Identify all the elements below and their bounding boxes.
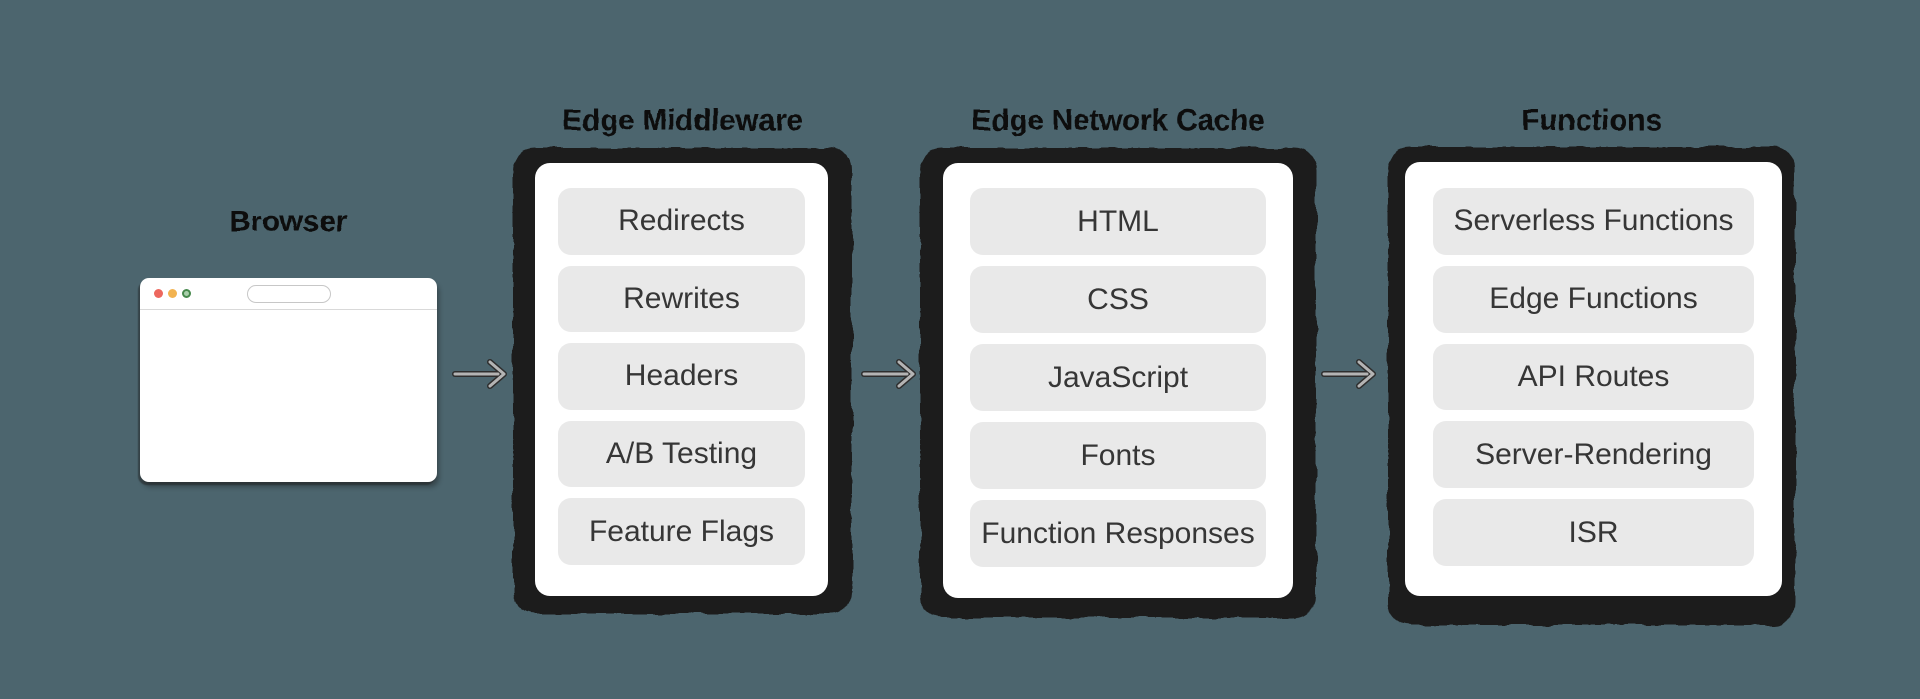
browser-toolbar [140,278,437,310]
zoom-icon [182,289,191,298]
panel-item: Fonts [970,422,1266,489]
minimize-icon [168,289,177,298]
panel-item: ISR [1433,499,1754,566]
browser-window [140,278,437,482]
panel-functions: Serverless Functions Edge Functions API … [1405,162,1782,596]
flow-arrow-icon [452,359,507,389]
panel-item: Edge Functions [1433,265,1754,333]
panel-item: A/B Testing [558,420,805,488]
url-bar [247,285,331,303]
browser-title: Browser [229,205,347,238]
panel-item: Headers [558,343,805,410]
panel-item: Serverless Functions [1433,188,1754,255]
panel-title-functions: Functions [1521,104,1662,137]
panel-item: CSS [970,266,1266,333]
window-controls [154,289,191,298]
panel-item: Feature Flags [558,498,805,565]
panel-edge-middleware: Redirects Rewrites Headers A/B Testing F… [535,163,828,596]
panel-item: Function Responses [970,500,1266,567]
flow-arrow-icon [861,359,916,389]
panel-item: Redirects [558,188,805,255]
panel-edge-network-cache: HTML CSS JavaScript Fonts Function Respo… [943,163,1293,598]
panel-item: JavaScript [970,344,1266,411]
panel-item: API Routes [1433,343,1754,411]
flow-arrow-icon [1321,359,1376,389]
panel-item: Rewrites [558,265,805,333]
browser-viewport [140,310,437,481]
panel-title-edge-network-cache: Edge Network Cache [971,104,1265,137]
close-icon [154,289,163,298]
panel-item: HTML [970,188,1266,255]
panel-title-edge-middleware: Edge Middleware [562,104,803,137]
panel-item: Server-Rendering [1433,421,1754,489]
